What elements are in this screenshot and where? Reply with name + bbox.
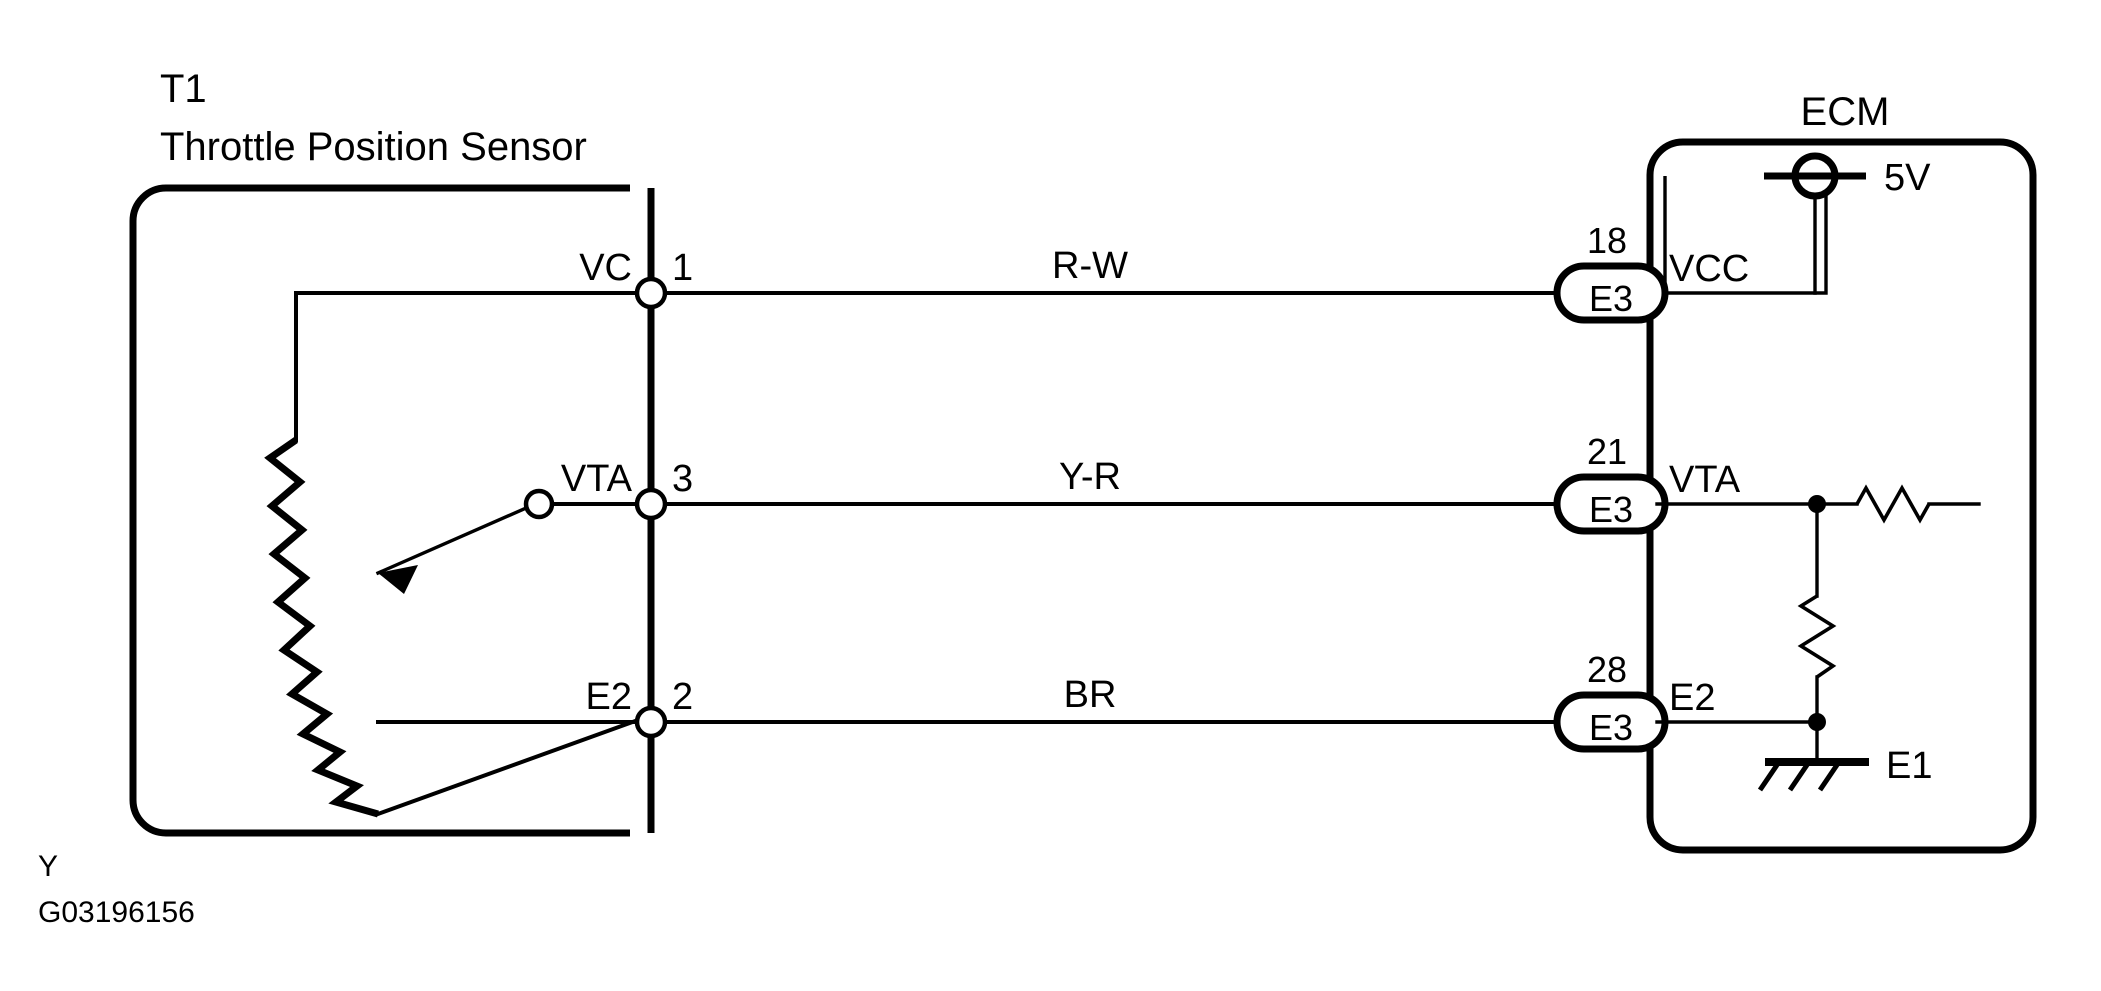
wire-color-label-rw: R-W — [1052, 245, 1128, 287]
sensor-terminal-circle-3 — [634, 487, 668, 521]
sensor-terminal-vta: VTA 3 — [561, 458, 693, 521]
ecm-pin-28-group: 28 E3 E2 — [1553, 649, 1826, 764]
sensor-name-label: Throttle Position Sensor — [160, 125, 587, 169]
harness-wire-yr: Y-R — [663, 456, 1562, 506]
sensor-pin-label-1: 1 — [672, 247, 693, 289]
ground-symbol-e1: E1 — [1757, 745, 1932, 792]
ecm-pin-number-18: 18 — [1587, 220, 1627, 261]
ground-label-e1: E1 — [1886, 745, 1932, 787]
ecm-pin-number-28: 28 — [1587, 649, 1627, 690]
supply-5v-symbol: 5V — [1764, 152, 1931, 295]
sensor-pin-label-2: 2 — [672, 676, 693, 718]
ecm-signal-label-vta: VTA — [1669, 459, 1741, 501]
wiper-arrow — [375, 502, 536, 594]
corner-label: Y — [38, 850, 58, 883]
harness-wire-rw: R-W — [663, 245, 1562, 295]
wire-color-label-yr: Y-R — [1059, 456, 1121, 498]
sensor-box — [129, 184, 655, 837]
ecm-connector-label-18: E3 — [1589, 278, 1633, 319]
sensor-ref-label: T1 — [160, 67, 207, 111]
sensor-signal-label-e2: E2 — [586, 676, 632, 718]
ecm-signal-label-e2: E2 — [1669, 677, 1715, 719]
harness-wire-br: BR — [663, 674, 1562, 724]
ecm-connector-label-21: E3 — [1589, 489, 1633, 530]
ecm-pin-21-group: 21 E3 VTA — [1553, 431, 1981, 535]
ecm-signal-label-vcc: VCC — [1669, 248, 1749, 290]
ecm-title-label: ECM — [1801, 90, 1890, 134]
sensor-pin-label-3: 3 — [672, 458, 693, 500]
ecm-pulldown-resistor — [1797, 502, 1837, 724]
ecm-connector-label-28: E3 — [1589, 707, 1633, 748]
sensor-terminal-vc: VC 1 — [579, 247, 693, 310]
wire-color-label-br: BR — [1064, 674, 1117, 716]
ecm-pin-18-group: 18 E3 VCC — [1553, 176, 1828, 324]
figure-id-label: G03196156 — [38, 896, 195, 929]
sensor-signal-label-vc: VC — [579, 247, 632, 289]
ecm-pin-number-21: 21 — [1587, 431, 1627, 472]
ecm-box — [1646, 138, 2037, 854]
sensor-terminal-circle-2 — [634, 705, 668, 739]
sensor-terminal-e2: E2 2 — [586, 676, 693, 739]
wiper-contact-circle — [523, 488, 555, 520]
sensor-signal-label-vta: VTA — [561, 458, 633, 500]
sensor-terminal-circle-1 — [634, 276, 668, 310]
supply-voltage-label: 5V — [1884, 157, 1931, 199]
potentiometer-symbol — [264, 291, 652, 818]
